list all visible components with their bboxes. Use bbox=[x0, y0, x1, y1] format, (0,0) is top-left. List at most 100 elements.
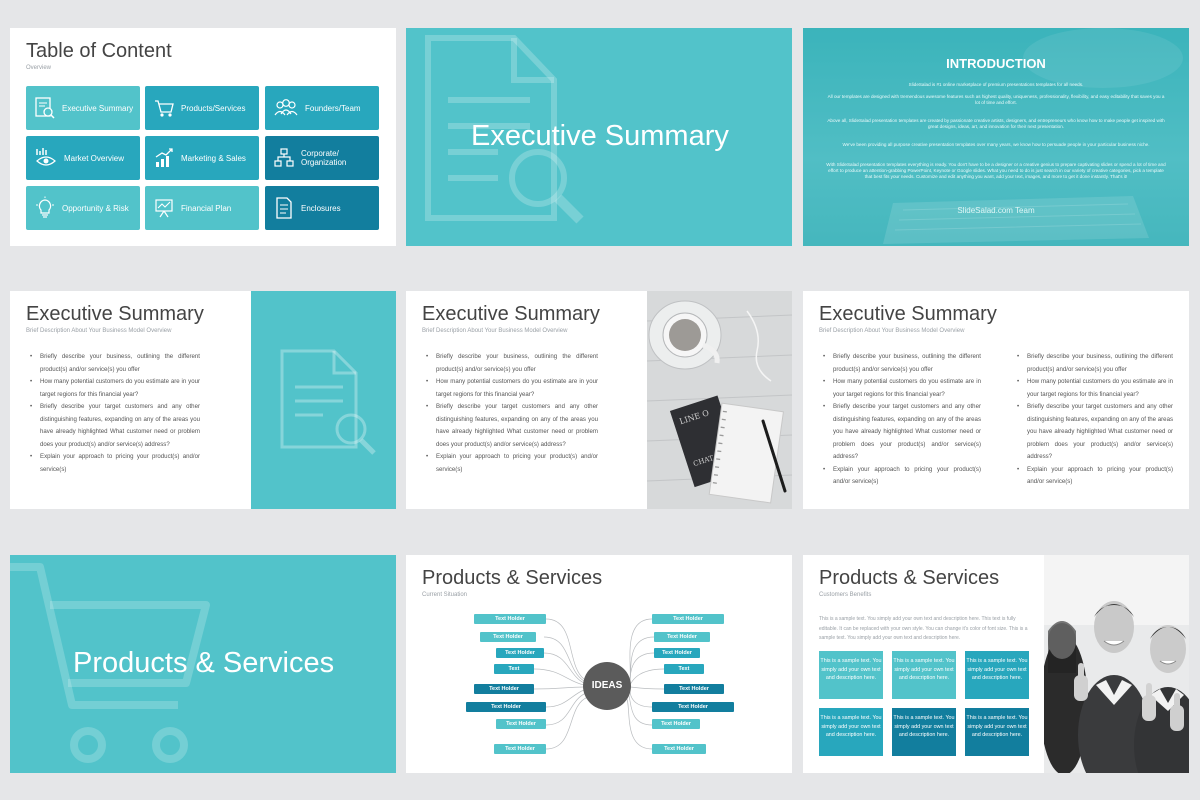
shopping-cart-icon bbox=[10, 563, 210, 763]
mindmap-node[interactable]: Text Holder bbox=[652, 719, 700, 729]
bullet-list-right: Briefly describe your business, outlinin… bbox=[1015, 351, 1173, 489]
team-icon bbox=[274, 99, 298, 116]
intro-paragraph: All our templates are designed with trem… bbox=[827, 94, 1165, 106]
toc-item-enclosures[interactable]: Enclosures bbox=[265, 186, 379, 230]
toc-item-corporate-organization[interactable]: Corporate/ Organization bbox=[265, 136, 379, 180]
mindmap-node[interactable]: Text Holder bbox=[654, 648, 700, 658]
mindmap-node[interactable]: Text Holder bbox=[652, 614, 724, 624]
page-title: Executive Summary bbox=[26, 303, 204, 325]
toc-item-label: Marketing & Sales bbox=[181, 153, 246, 163]
slide-executive-summary-3[interactable]: Executive Summary Brief Description Abou… bbox=[803, 291, 1189, 509]
bullet-list-left: Briefly describe your business, outlinin… bbox=[821, 351, 981, 489]
mindmap-node[interactable]: Text Holder bbox=[654, 632, 710, 642]
mindmap-node[interactable]: Text Holder bbox=[496, 719, 546, 729]
page-subtitle: Brief Description About Your Business Mo… bbox=[422, 328, 568, 334]
benefit-box: This is a sample text. You simply add yo… bbox=[819, 651, 883, 699]
page-title: Products & Services bbox=[819, 567, 1000, 589]
toc-item-label: Opportunity & Risk bbox=[62, 203, 129, 213]
toc-item-financial-plan[interactable]: Financial Plan bbox=[145, 186, 259, 230]
mindmap-node[interactable]: Text Holder bbox=[664, 684, 724, 694]
bullet-item: Briefly describe your business, outlinin… bbox=[28, 351, 200, 376]
toc-item-founders-team[interactable]: Founders/Team bbox=[265, 86, 379, 130]
toc-item-marketing-sales[interactable]: Marketing & Sales bbox=[145, 136, 259, 180]
eye-chart-icon bbox=[36, 148, 56, 166]
toc-item-products-services[interactable]: Products/Services bbox=[145, 86, 259, 130]
page-title: Table of Content bbox=[26, 40, 172, 62]
bullet-item: How many potential customers do you esti… bbox=[424, 376, 598, 401]
page-subtitle: Brief Description About Your Business Mo… bbox=[26, 328, 172, 334]
coffee-notebook-photo: LINE O CHAT bbox=[647, 291, 792, 509]
bullet-item: Briefly describe your target customers a… bbox=[424, 401, 598, 451]
intro-paragraph: We've been providing all purpose creativ… bbox=[842, 142, 1150, 147]
mindmap-node[interactable]: Text Holder bbox=[480, 632, 536, 642]
bullet-item: How many potential customers do you esti… bbox=[28, 376, 200, 401]
benefits-intro-text: This is a sample text. You simply add yo… bbox=[819, 616, 1028, 641]
mindmap-node[interactable]: Text Holder bbox=[652, 744, 706, 754]
mindmap-node[interactable]: Text Holder bbox=[474, 684, 534, 694]
document-search-icon bbox=[35, 97, 55, 119]
mindmap-node[interactable]: Text Holder bbox=[496, 648, 544, 658]
bullet-item: Briefly describe your business, outlinin… bbox=[1015, 351, 1173, 376]
toc-item-opportunity-risk[interactable]: Opportunity & Risk bbox=[26, 186, 140, 230]
slide-executive-summary-1[interactable]: Executive Summary Brief Description Abou… bbox=[10, 291, 396, 509]
benefit-box: This is a sample text. You simply add yo… bbox=[965, 651, 1029, 699]
slide-products-services-header[interactable]: Products & Services bbox=[10, 555, 396, 773]
document-icon bbox=[276, 197, 292, 219]
bullet-item: How many potential customers do you esti… bbox=[1015, 376, 1173, 401]
section-title: Executive Summary bbox=[471, 120, 729, 152]
mindmap-node[interactable]: Text bbox=[494, 664, 534, 674]
bullet-item: Explain your approach to pricing your pr… bbox=[821, 464, 981, 489]
page-title: Products & Services bbox=[422, 567, 603, 589]
page-title: Executive Summary bbox=[422, 303, 600, 325]
bullet-list: Briefly describe your business, outlinin… bbox=[28, 351, 200, 476]
shopping-cart-icon bbox=[155, 100, 174, 117]
mindmap-node[interactable]: Text bbox=[664, 664, 704, 674]
mindmap-node[interactable]: Text Holder bbox=[466, 702, 546, 712]
intro-paragraph: Above all, SlideSalad presentation templ… bbox=[827, 118, 1165, 130]
benefit-box: This is a sample text. You simply add yo… bbox=[892, 651, 956, 699]
teal-side-panel bbox=[251, 291, 396, 509]
bullet-item: Briefly describe your target customers a… bbox=[1015, 401, 1173, 464]
intro-paragraph: With SlideSalad presentation templates e… bbox=[826, 162, 1166, 180]
slide-executive-summary-header[interactable]: Executive Summary bbox=[406, 28, 792, 246]
toc-item-label: Market Overview bbox=[64, 153, 125, 163]
toc-item-market-overview[interactable]: Market Overview bbox=[26, 136, 140, 180]
benefit-box: This is a sample text. You simply add yo… bbox=[965, 708, 1029, 756]
toc-item-label: Products/Services bbox=[181, 103, 246, 113]
intro-title: INTRODUCTION bbox=[946, 56, 1046, 71]
mindmap-node[interactable]: Text Holder bbox=[494, 744, 546, 754]
toc-item-label: Founders/Team bbox=[305, 103, 361, 113]
slide-executive-summary-2[interactable]: Executive Summary Brief Description Abou… bbox=[406, 291, 792, 509]
keyboard-photo-background bbox=[803, 28, 1189, 246]
slide-introduction[interactable]: INTRODUCTION SlideSalad is #1 online mar… bbox=[803, 28, 1189, 246]
slide-table-of-content[interactable]: Table of Content Overview Executive Summ… bbox=[10, 28, 396, 246]
lightbulb-icon bbox=[36, 196, 54, 218]
bullet-item: How many potential customers do you esti… bbox=[821, 376, 981, 401]
intro-paragraph: SlideSalad is #1 online marketplace of p… bbox=[908, 82, 1084, 87]
toc-item-executive-summary[interactable]: Executive Summary bbox=[26, 86, 140, 130]
mindmap-node[interactable]: Text Holder bbox=[474, 614, 546, 624]
document-search-icon bbox=[425, 35, 584, 224]
toc-item-label: Corporate/ Organization bbox=[301, 149, 347, 167]
bullet-item: Explain your approach to pricing your pr… bbox=[28, 451, 200, 476]
bullet-item: Explain your approach to pricing your pr… bbox=[424, 451, 598, 476]
growth-chart-icon bbox=[155, 148, 173, 167]
document-search-icon bbox=[280, 349, 376, 455]
slide-products-services-mindmap[interactable]: Products & Services Current Situation Te… bbox=[406, 555, 792, 773]
mindmap-node[interactable]: Text Holder bbox=[652, 702, 734, 712]
bullet-item: Briefly describe your business, outlinin… bbox=[424, 351, 598, 376]
bullet-item: Explain your approach to pricing your pr… bbox=[1015, 464, 1173, 489]
bullet-list: Briefly describe your business, outlinin… bbox=[424, 351, 598, 476]
business-team-photo bbox=[1044, 555, 1189, 773]
toc-item-label: Financial Plan bbox=[181, 203, 232, 213]
section-title: Products & Services bbox=[73, 647, 335, 679]
intro-signature: SlideSalad.com Team bbox=[957, 206, 1035, 215]
slide-products-services-benefits[interactable]: Products & Services Customers Benefits T… bbox=[803, 555, 1189, 773]
benefit-box: This is a sample text. You simply add yo… bbox=[819, 708, 883, 756]
page-title: Executive Summary bbox=[819, 303, 997, 325]
bullet-item: Briefly describe your business, outlinin… bbox=[821, 351, 981, 376]
mindmap-center-node[interactable]: IDEAS bbox=[583, 662, 631, 710]
bullet-item: Briefly describe your target customers a… bbox=[821, 401, 981, 464]
page-subtitle: Current Situation bbox=[422, 592, 468, 598]
toc-item-label: Executive Summary bbox=[62, 103, 134, 113]
